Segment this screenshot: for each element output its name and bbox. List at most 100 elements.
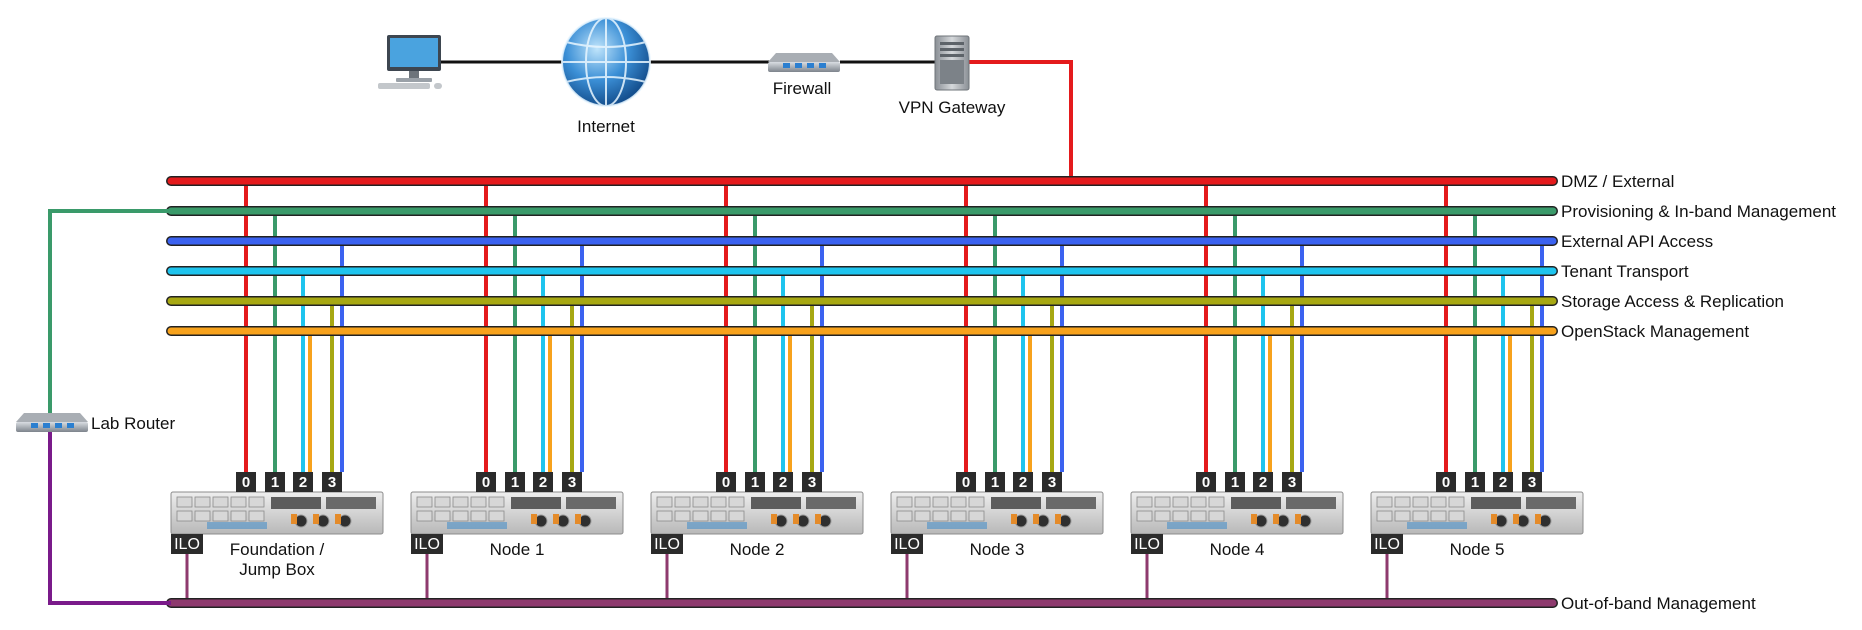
psu-handle: [1513, 514, 1519, 524]
node-name: Node 5: [1450, 540, 1505, 559]
nic-panel: [927, 522, 987, 529]
psu-handle: [1273, 514, 1279, 524]
router-links: [48, 209, 171, 605]
drive-bay: [1394, 510, 1411, 522]
drive-bay: [674, 496, 691, 508]
psu-handle: [793, 514, 799, 524]
drive-bay: [434, 510, 451, 522]
server-panel: [751, 497, 801, 509]
psu-handle: [1535, 514, 1541, 524]
drive-bay: [932, 496, 949, 508]
port-label: 3: [568, 474, 576, 491]
port-box: [1465, 472, 1485, 492]
drive-bay: [1448, 510, 1465, 522]
nic-panel: [207, 522, 267, 529]
drive-bay: [1136, 496, 1153, 508]
drive-bay: [1394, 496, 1411, 508]
drive-bay: [248, 496, 265, 508]
port-label: 1: [1471, 474, 1479, 491]
server-panel: [271, 497, 321, 509]
drive-bay: [1190, 496, 1207, 508]
network-label-5: OpenStack Management: [1561, 322, 1749, 341]
ilo-label: ILO: [174, 536, 200, 553]
drive-bay: [968, 496, 985, 508]
port-box: [236, 472, 256, 492]
drive-bay: [710, 496, 727, 508]
psu-handle: [1055, 514, 1061, 524]
network-label-1: Provisioning & In-band Management: [1561, 202, 1836, 221]
drive-bay: [914, 510, 931, 522]
server-panel: [566, 497, 616, 509]
drive-bay: [932, 510, 949, 522]
drive-bay: [248, 510, 265, 522]
psu-handle: [575, 514, 581, 524]
ilo-label: ILO: [654, 536, 680, 553]
port-label: 3: [1048, 474, 1056, 491]
node-name: Foundation /: [230, 540, 325, 559]
ilo-label: ILO: [414, 536, 440, 553]
drive-bay: [1154, 496, 1171, 508]
drive-bay: [1208, 510, 1225, 522]
port-label: 1: [511, 474, 519, 491]
port-label: 1: [751, 474, 759, 491]
port-label: 1: [271, 474, 279, 491]
drive-bay: [1412, 510, 1429, 522]
drive-bay: [896, 510, 913, 522]
drive-bay: [488, 496, 505, 508]
psu-handle: [1491, 514, 1497, 524]
port-label: 0: [962, 474, 970, 491]
drive-bay: [728, 496, 745, 508]
psu-handle: [1011, 514, 1017, 524]
psu-handle: [815, 514, 821, 524]
link-router-oob: [48, 432, 171, 605]
drive-bay: [488, 510, 505, 522]
drive-bay: [692, 510, 709, 522]
port-box: [956, 472, 976, 492]
server-panel: [806, 497, 856, 509]
port-box: [773, 472, 793, 492]
drive-bay: [212, 510, 229, 522]
top-links: [441, 60, 1073, 178]
ilo-label: ILO: [1374, 536, 1400, 553]
port-label: 2: [299, 474, 307, 491]
drive-bay: [1412, 496, 1429, 508]
port-box: [322, 472, 342, 492]
server-panel: [1471, 497, 1521, 509]
ilo-box: [1131, 534, 1163, 554]
drive-bay: [1172, 510, 1189, 522]
server-panel: [1046, 497, 1096, 509]
nic-panel: [1167, 522, 1227, 529]
drive-bay: [470, 496, 487, 508]
drive-bay: [1190, 510, 1207, 522]
server-panel: [326, 497, 376, 509]
firewall-label: Firewall: [773, 79, 832, 98]
node-name-line2: Jump Box: [239, 560, 315, 579]
network-label-2: External API Access: [1561, 232, 1713, 251]
ilo-box: [891, 534, 923, 554]
drive-bay: [1376, 510, 1393, 522]
port-box: [1436, 472, 1456, 492]
internet-label: Internet: [577, 117, 635, 136]
port-label: 2: [779, 474, 787, 491]
node-name: Node 2: [730, 540, 785, 559]
port-label: 2: [1259, 474, 1267, 491]
link-vpn-dmz: [969, 60, 1073, 178]
port-label: 3: [1288, 474, 1296, 491]
port-box: [1013, 472, 1033, 492]
port-label: 2: [1019, 474, 1027, 491]
drive-bay: [176, 496, 193, 508]
nic-panel: [447, 522, 507, 529]
port-box: [1282, 472, 1302, 492]
drive-bay: [1208, 496, 1225, 508]
node-name: Node 3: [970, 540, 1025, 559]
lab-router-icon: [16, 413, 88, 432]
drive-bay: [1376, 496, 1393, 508]
network-label-0: DMZ / External: [1561, 172, 1674, 191]
port-label: 2: [539, 474, 547, 491]
port-label: 3: [1528, 474, 1536, 491]
ilo-box: [171, 534, 203, 554]
psu-handle: [771, 514, 777, 524]
psu-handle: [531, 514, 537, 524]
